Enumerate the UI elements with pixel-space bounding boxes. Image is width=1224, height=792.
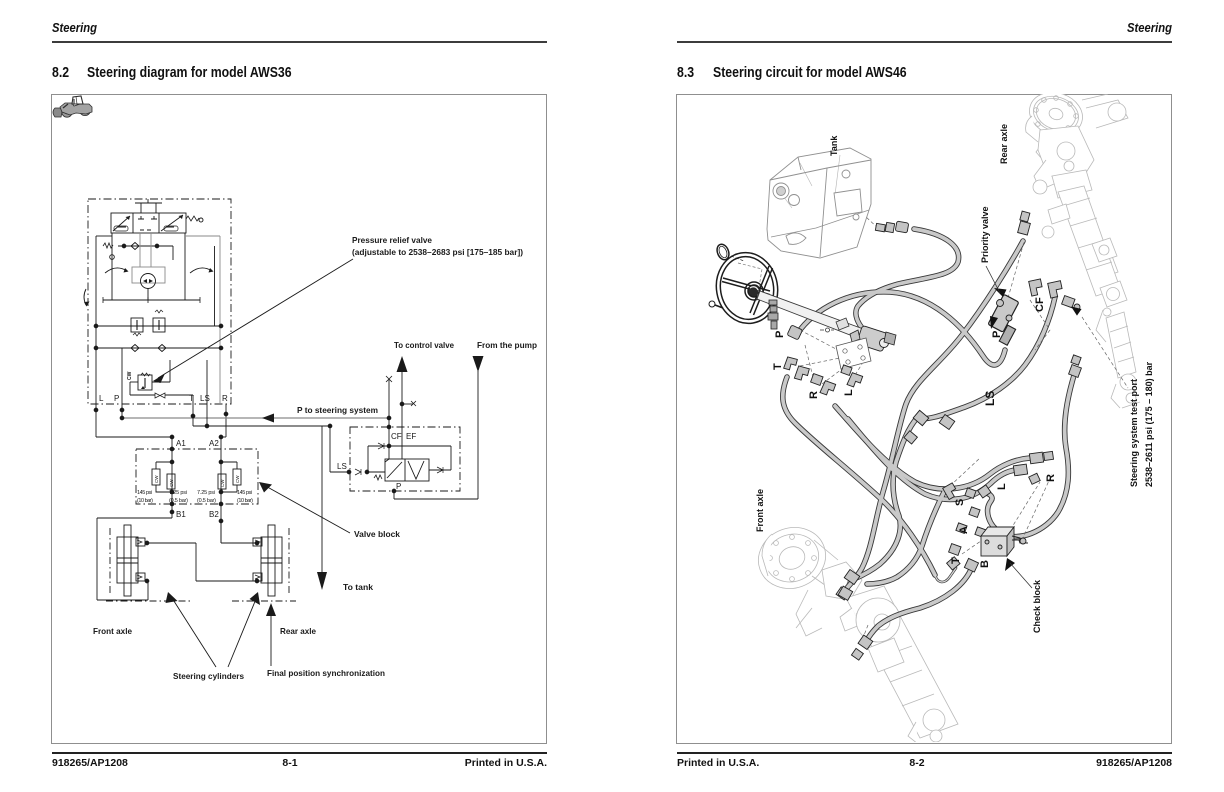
svg-text:145 psi: 145 psi (137, 490, 152, 496)
svg-text:7.25 psi: 7.25 psi (169, 490, 187, 496)
svg-text:To tank: To tank (343, 582, 373, 592)
svg-text:Steering cylinders: Steering cylinders (173, 671, 244, 681)
svg-text:To control valve: To control valve (394, 340, 454, 350)
svg-text:145 psi: 145 psi (237, 490, 252, 496)
svg-text:T: T (189, 394, 194, 403)
svg-text:A: A (958, 526, 970, 534)
svg-text:2538–2611 psi (175 – 180) bar: 2538–2611 psi (175 – 180) bar (1144, 361, 1154, 487)
svg-text:From the pump: From the pump (477, 340, 537, 350)
svg-text:B1: B1 (176, 510, 186, 519)
svg-text:LS: LS (337, 462, 347, 471)
svg-text:Priority valve: Priority valve (980, 206, 990, 263)
svg-text:L: L (996, 483, 1008, 490)
svg-text:Final position synchronization: Final position synchronization (267, 668, 385, 678)
svg-text:CW: CW (220, 479, 225, 487)
svg-text:(adjustable to 2538–2683 psi [: (adjustable to 2538–2683 psi [175–185 ba… (352, 247, 523, 257)
svg-text:7.25 psi: 7.25 psi (197, 490, 215, 496)
svg-text:CF: CF (391, 432, 402, 441)
svg-text:Check block: Check block (1032, 579, 1042, 633)
svg-text:Valve block: Valve block (354, 529, 400, 539)
svg-text:B2: B2 (209, 510, 219, 519)
svg-text:(0.5 bar): (0.5 bar) (169, 498, 188, 504)
svg-text:(0.5 bar): (0.5 bar) (197, 498, 216, 504)
svg-text:CW: CW (169, 479, 174, 487)
svg-text:CW: CW (235, 475, 240, 483)
svg-text:L: L (843, 389, 855, 396)
svg-text:EF: EF (406, 432, 416, 441)
svg-text:P: P (396, 482, 401, 491)
svg-text:R: R (1045, 474, 1057, 482)
svg-text:LS: LS (983, 391, 997, 406)
svg-text:Front axle: Front axle (93, 626, 132, 636)
svg-text:(10 bar): (10 bar) (137, 498, 153, 504)
svg-text:L: L (99, 394, 104, 403)
svg-text:Rear axle: Rear axle (999, 124, 1009, 164)
svg-text:P: P (774, 331, 786, 338)
svg-text:(10 bar): (10 bar) (237, 498, 253, 504)
svg-text:CW: CW (127, 371, 133, 380)
svg-text:Tank: Tank (829, 135, 839, 156)
svg-text:R: R (808, 391, 820, 399)
svg-text:A2: A2 (209, 439, 219, 448)
svg-text:T: T (950, 557, 962, 564)
svg-text:A1: A1 (176, 439, 186, 448)
svg-text:T: T (772, 363, 784, 370)
svg-text:Front axle: Front axle (755, 489, 765, 532)
svg-text:B: B (979, 560, 991, 568)
svg-text:R: R (222, 394, 228, 403)
svg-text:S: S (954, 499, 966, 506)
svg-text:CW: CW (154, 475, 159, 483)
svg-text:P: P (114, 394, 119, 403)
svg-text:Rear axle: Rear axle (280, 626, 316, 636)
svg-text:P: P (991, 331, 1003, 338)
svg-text:Pressure relief valve: Pressure relief valve (352, 235, 432, 245)
svg-text:CF: CF (1034, 297, 1046, 312)
svg-text:Steering system test port: Steering system test port (1129, 379, 1139, 487)
svg-text:LS: LS (200, 394, 210, 403)
svg-text:P to steering system: P to steering system (297, 405, 378, 415)
